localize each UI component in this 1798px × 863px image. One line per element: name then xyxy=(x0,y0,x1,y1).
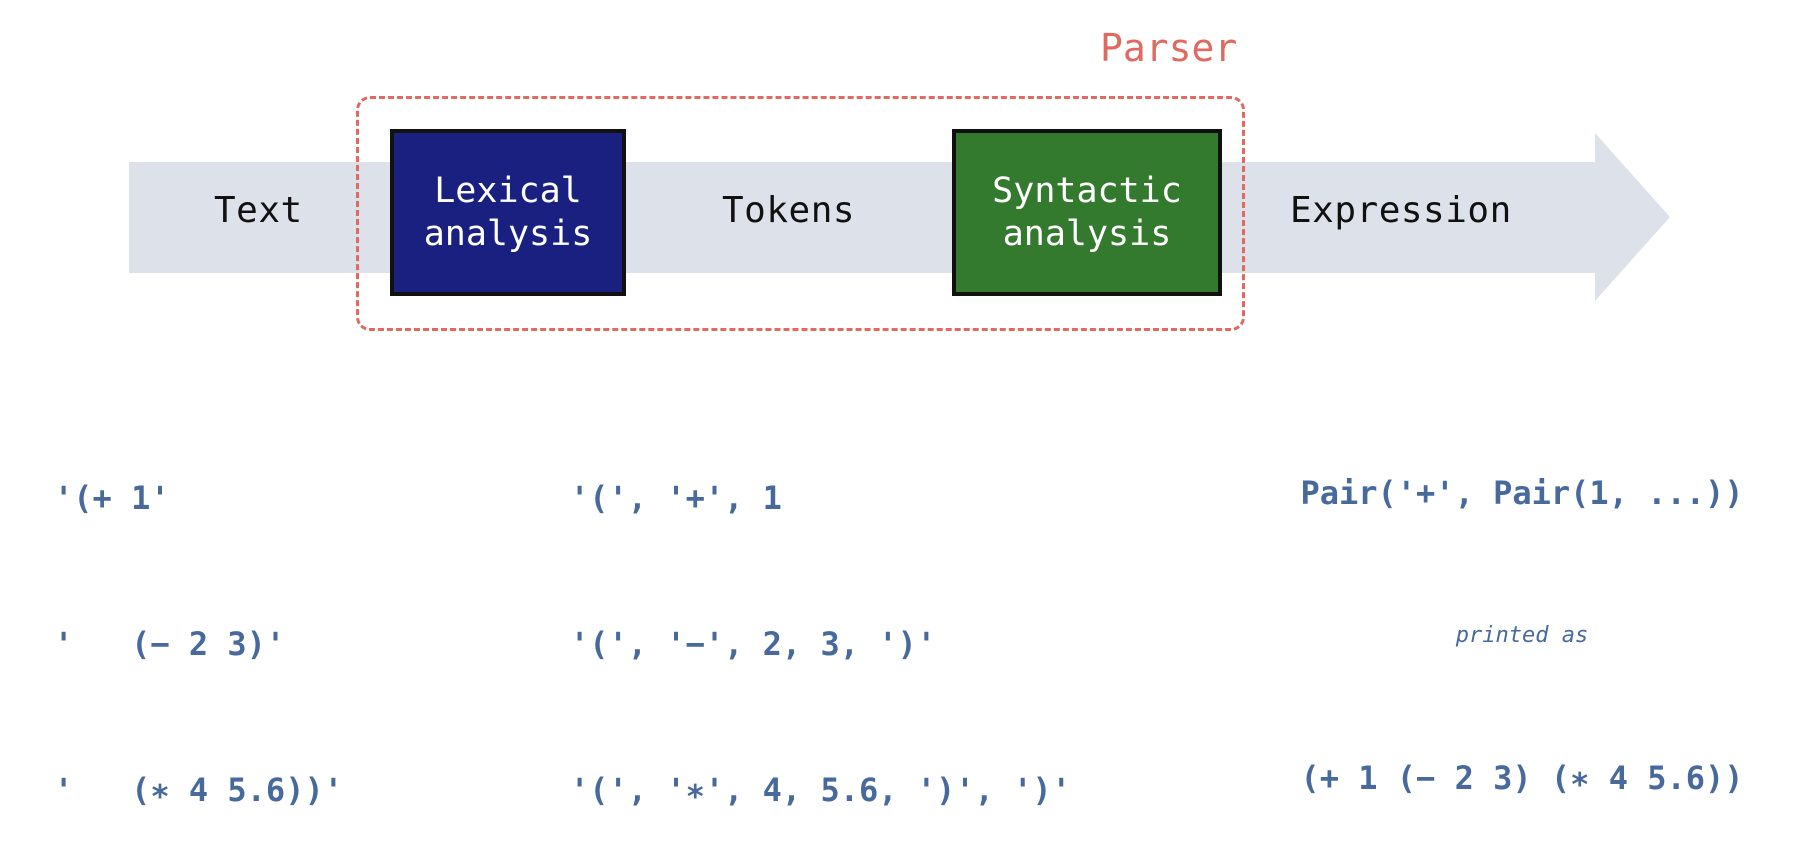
example-column-tokens: '(', '+', 1 '(', '−', 2, 3, ')' '(', '∗'… xyxy=(570,377,1071,863)
pipeline-band xyxy=(129,162,1595,273)
example-column-text: '(+ 1' ' (− 2 3)' ' (∗ 4 5.6))' xyxy=(54,377,343,863)
stage-box-lexical-analysis: Lexical analysis xyxy=(390,129,626,296)
stage-label-line2: analysis xyxy=(1002,213,1172,254)
parser-group-label: Parser xyxy=(1100,26,1238,70)
stage-label-line2: analysis xyxy=(423,213,593,254)
example-tokens-line-2: '(', '−', 2, 3, ')' xyxy=(570,625,937,664)
example-text-line-2: ' (− 2 3)' xyxy=(54,625,286,664)
example-expression-line-2: (+ 1 (− 2 3) (∗ 4 5.6)) xyxy=(1300,759,1744,798)
band-label-tokens: Tokens xyxy=(722,190,856,231)
example-tokens-line-1: '(', '+', 1 xyxy=(570,479,782,518)
stage-box-syntactic-analysis: Syntactic analysis xyxy=(952,129,1222,296)
band-label-text: Text xyxy=(214,190,303,231)
parser-group-outline xyxy=(356,96,1245,331)
example-text-line-1: '(+ 1' xyxy=(54,479,170,518)
stage-label-line1: Syntactic xyxy=(992,170,1182,211)
printed-as-note: printed as xyxy=(1455,623,1589,649)
stage-label-line1: Lexical xyxy=(434,170,582,211)
example-column-expression: Pair('+', Pair(1, ...)) printed as (+ 1 … xyxy=(1252,372,1792,851)
example-tokens-line-3: '(', '∗', 4, 5.6, ')', ')' xyxy=(570,771,1071,809)
pipeline-arrow-head-icon xyxy=(1595,133,1670,301)
example-text-line-3: ' (∗ 4 5.6))' xyxy=(54,771,343,809)
example-expression-line-1: Pair('+', Pair(1, ...)) xyxy=(1300,474,1744,513)
band-label-expression: Expression xyxy=(1290,190,1512,231)
